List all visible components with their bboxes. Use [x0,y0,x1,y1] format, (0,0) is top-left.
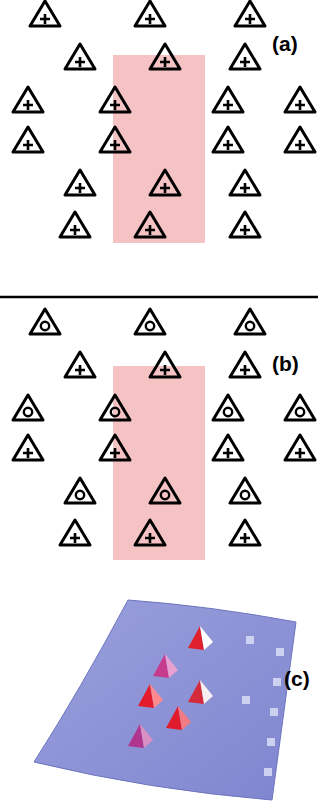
surface-spot [267,738,275,746]
plus-triangle [230,520,260,545]
plus-triangle [285,87,315,112]
plus-triangle [230,44,260,69]
plus-triangle [60,212,90,237]
plus-triangle [13,87,43,112]
circle-triangle [150,478,180,503]
tetrahedron [166,706,191,730]
surface-spot [246,636,254,644]
divider-line [0,296,318,299]
surface-spot [273,678,281,686]
tetrahedron [128,724,153,748]
plus-triangle [135,212,165,237]
circle-triangle [285,395,315,420]
plus-triangle [213,435,243,460]
plus-triangle [100,435,130,460]
panel-label: (c) [284,668,310,689]
plus-triangle [13,127,43,152]
circle-triangle [65,478,95,503]
surface-spot [270,708,278,716]
plus-triangle [30,1,60,26]
plus-triangle [150,352,180,377]
surface-spot [242,696,250,704]
tetrahedron [188,680,213,704]
plus-triangle [213,87,243,112]
plus-triangle [235,1,265,26]
surface-spot [276,648,284,656]
tetrahedron [138,684,163,708]
surface-spot [264,768,272,776]
plus-triangle [230,170,260,195]
plus-triangle [100,87,130,112]
circle-triangle [213,395,243,420]
plus-triangle [213,127,243,152]
plus-triangle [60,520,90,545]
plus-triangle [285,127,315,152]
plus-triangle [135,1,165,26]
circle-triangle [100,395,130,420]
surface-sheet [34,600,296,800]
highlight-region [113,366,205,560]
plus-triangle [65,44,95,69]
plus-triangle [100,127,130,152]
tetrahedron [188,626,213,650]
circle-triangle [13,395,43,420]
plus-triangle [135,520,165,545]
panel-label: (a) [272,33,298,54]
plus-triangle [13,435,43,460]
circle-triangle [30,309,60,334]
plus-triangle [285,435,315,460]
plus-triangle [150,170,180,195]
plus-triangle [230,212,260,237]
panel-label: (b) [272,353,299,374]
plus-triangle [150,44,180,69]
circle-triangle [235,309,265,334]
tetrahedron [153,654,178,678]
circle-triangle [135,309,165,334]
plus-triangle [230,352,260,377]
plus-triangle [65,170,95,195]
plus-triangle [65,352,95,377]
circle-triangle [230,478,260,503]
